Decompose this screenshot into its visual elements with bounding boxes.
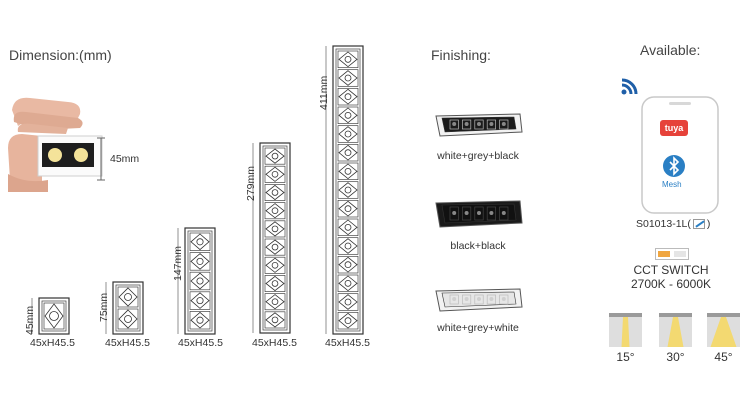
product-width-label: 45xH45.5 [325, 337, 370, 349]
finish-swatch-white-grey-black [435, 113, 523, 137]
finish-swatch-black-black [435, 200, 523, 228]
dimension-title: Dimension:(mm) [9, 47, 112, 63]
led-cell [337, 237, 359, 255]
bluetooth-mesh-icon [663, 155, 685, 177]
hand-dimension-line [97, 137, 105, 181]
led-cell [264, 311, 286, 329]
cct-switch-icon [655, 248, 689, 260]
product-height-label: 147mm [172, 245, 184, 281]
reflector-cell [474, 206, 484, 221]
led-cell [264, 202, 286, 220]
product-drawing-75mm [105, 281, 144, 335]
hand-height-label: 45mm [110, 153, 140, 165]
led-cell [337, 199, 359, 218]
led-cell [337, 69, 359, 87]
product-height-label: 279mm [245, 165, 257, 201]
reflector-cell [486, 294, 496, 305]
led-cell [337, 125, 359, 143]
beam-15-icon [609, 313, 642, 347]
product-drawing-147mm [177, 227, 216, 335]
model-code: S01013-1L() [636, 218, 710, 230]
reflector-cell [462, 206, 472, 221]
product-drawing-279mm [252, 142, 291, 334]
reflector-cell [499, 294, 509, 305]
finish-label: white+grey+black [437, 150, 519, 162]
led-cell [189, 271, 211, 291]
led-cell [264, 256, 286, 274]
led-cell [337, 255, 359, 274]
led-cell [337, 218, 359, 237]
led-cell [264, 293, 286, 311]
finishing-title: Finishing: [431, 47, 491, 63]
led-cell [264, 220, 286, 238]
led-cell [337, 274, 359, 293]
model-code-end: ) [706, 218, 711, 230]
led-cell [337, 181, 359, 199]
tuya-logo: tuya [660, 120, 688, 136]
wifi-icon [621, 78, 638, 95]
model-code-text: S01013-1L( [636, 218, 691, 230]
reflector-cell [449, 294, 459, 305]
beam-45-icon [707, 313, 740, 347]
product-width-label: 45xH45.5 [252, 337, 297, 349]
product-height-label: 45mm [24, 305, 36, 335]
switch-icon [692, 219, 705, 230]
reflector-cell [486, 119, 496, 130]
reflector-cell [462, 119, 472, 130]
finish-swatch-white-grey-white [435, 288, 523, 312]
product-drawing-45mm [31, 297, 70, 335]
beam-30-icon [659, 313, 692, 347]
led-cell [337, 106, 359, 125]
beam-label: 30° [666, 350, 685, 364]
led-cell [337, 87, 359, 106]
reflector-cell [474, 119, 484, 130]
beam-label: 45° [714, 350, 733, 364]
led-cell [117, 286, 139, 308]
led-cell [264, 184, 286, 201]
led-cell [43, 302, 65, 330]
reflector-cell [499, 206, 509, 221]
finish-label: white+grey+white [437, 322, 519, 334]
reflector-cell [474, 294, 484, 305]
product-drawing-411mm [325, 45, 364, 335]
led-cell [337, 50, 359, 69]
beam-label: 15° [616, 350, 635, 364]
reflector-cell [462, 294, 472, 305]
product-width-label: 45xH45.5 [105, 337, 150, 349]
led-cell [264, 238, 286, 256]
led-cell [189, 311, 211, 330]
led-cell [337, 311, 359, 330]
led-cell [117, 308, 139, 330]
led-cell [337, 293, 359, 311]
product-height-label: 75mm [98, 292, 110, 322]
hand-photo [8, 97, 103, 192]
led-cell [189, 291, 211, 310]
reflector-cell [449, 119, 459, 130]
reflector-cell [449, 206, 459, 221]
product-width-label: 45xH45.5 [30, 337, 75, 349]
led-cell [264, 275, 286, 292]
led-cell [264, 165, 286, 183]
led-cell [189, 232, 211, 251]
cct-title: CCT SWITCH [633, 263, 709, 277]
led-cell [189, 252, 211, 271]
product-width-label: 45xH45.5 [178, 337, 223, 349]
reflector-cell [499, 119, 509, 130]
available-title: Available: [640, 42, 701, 58]
finish-label: black+black [450, 240, 506, 252]
led-cell [337, 143, 359, 162]
led-cell [264, 147, 286, 165]
led-cell [337, 162, 359, 181]
mesh-label: Mesh [662, 180, 682, 189]
reflector-cell [486, 206, 496, 221]
product-height-label: 411mm [318, 75, 330, 110]
cct-range: 2700K - 6000K [630, 277, 712, 291]
